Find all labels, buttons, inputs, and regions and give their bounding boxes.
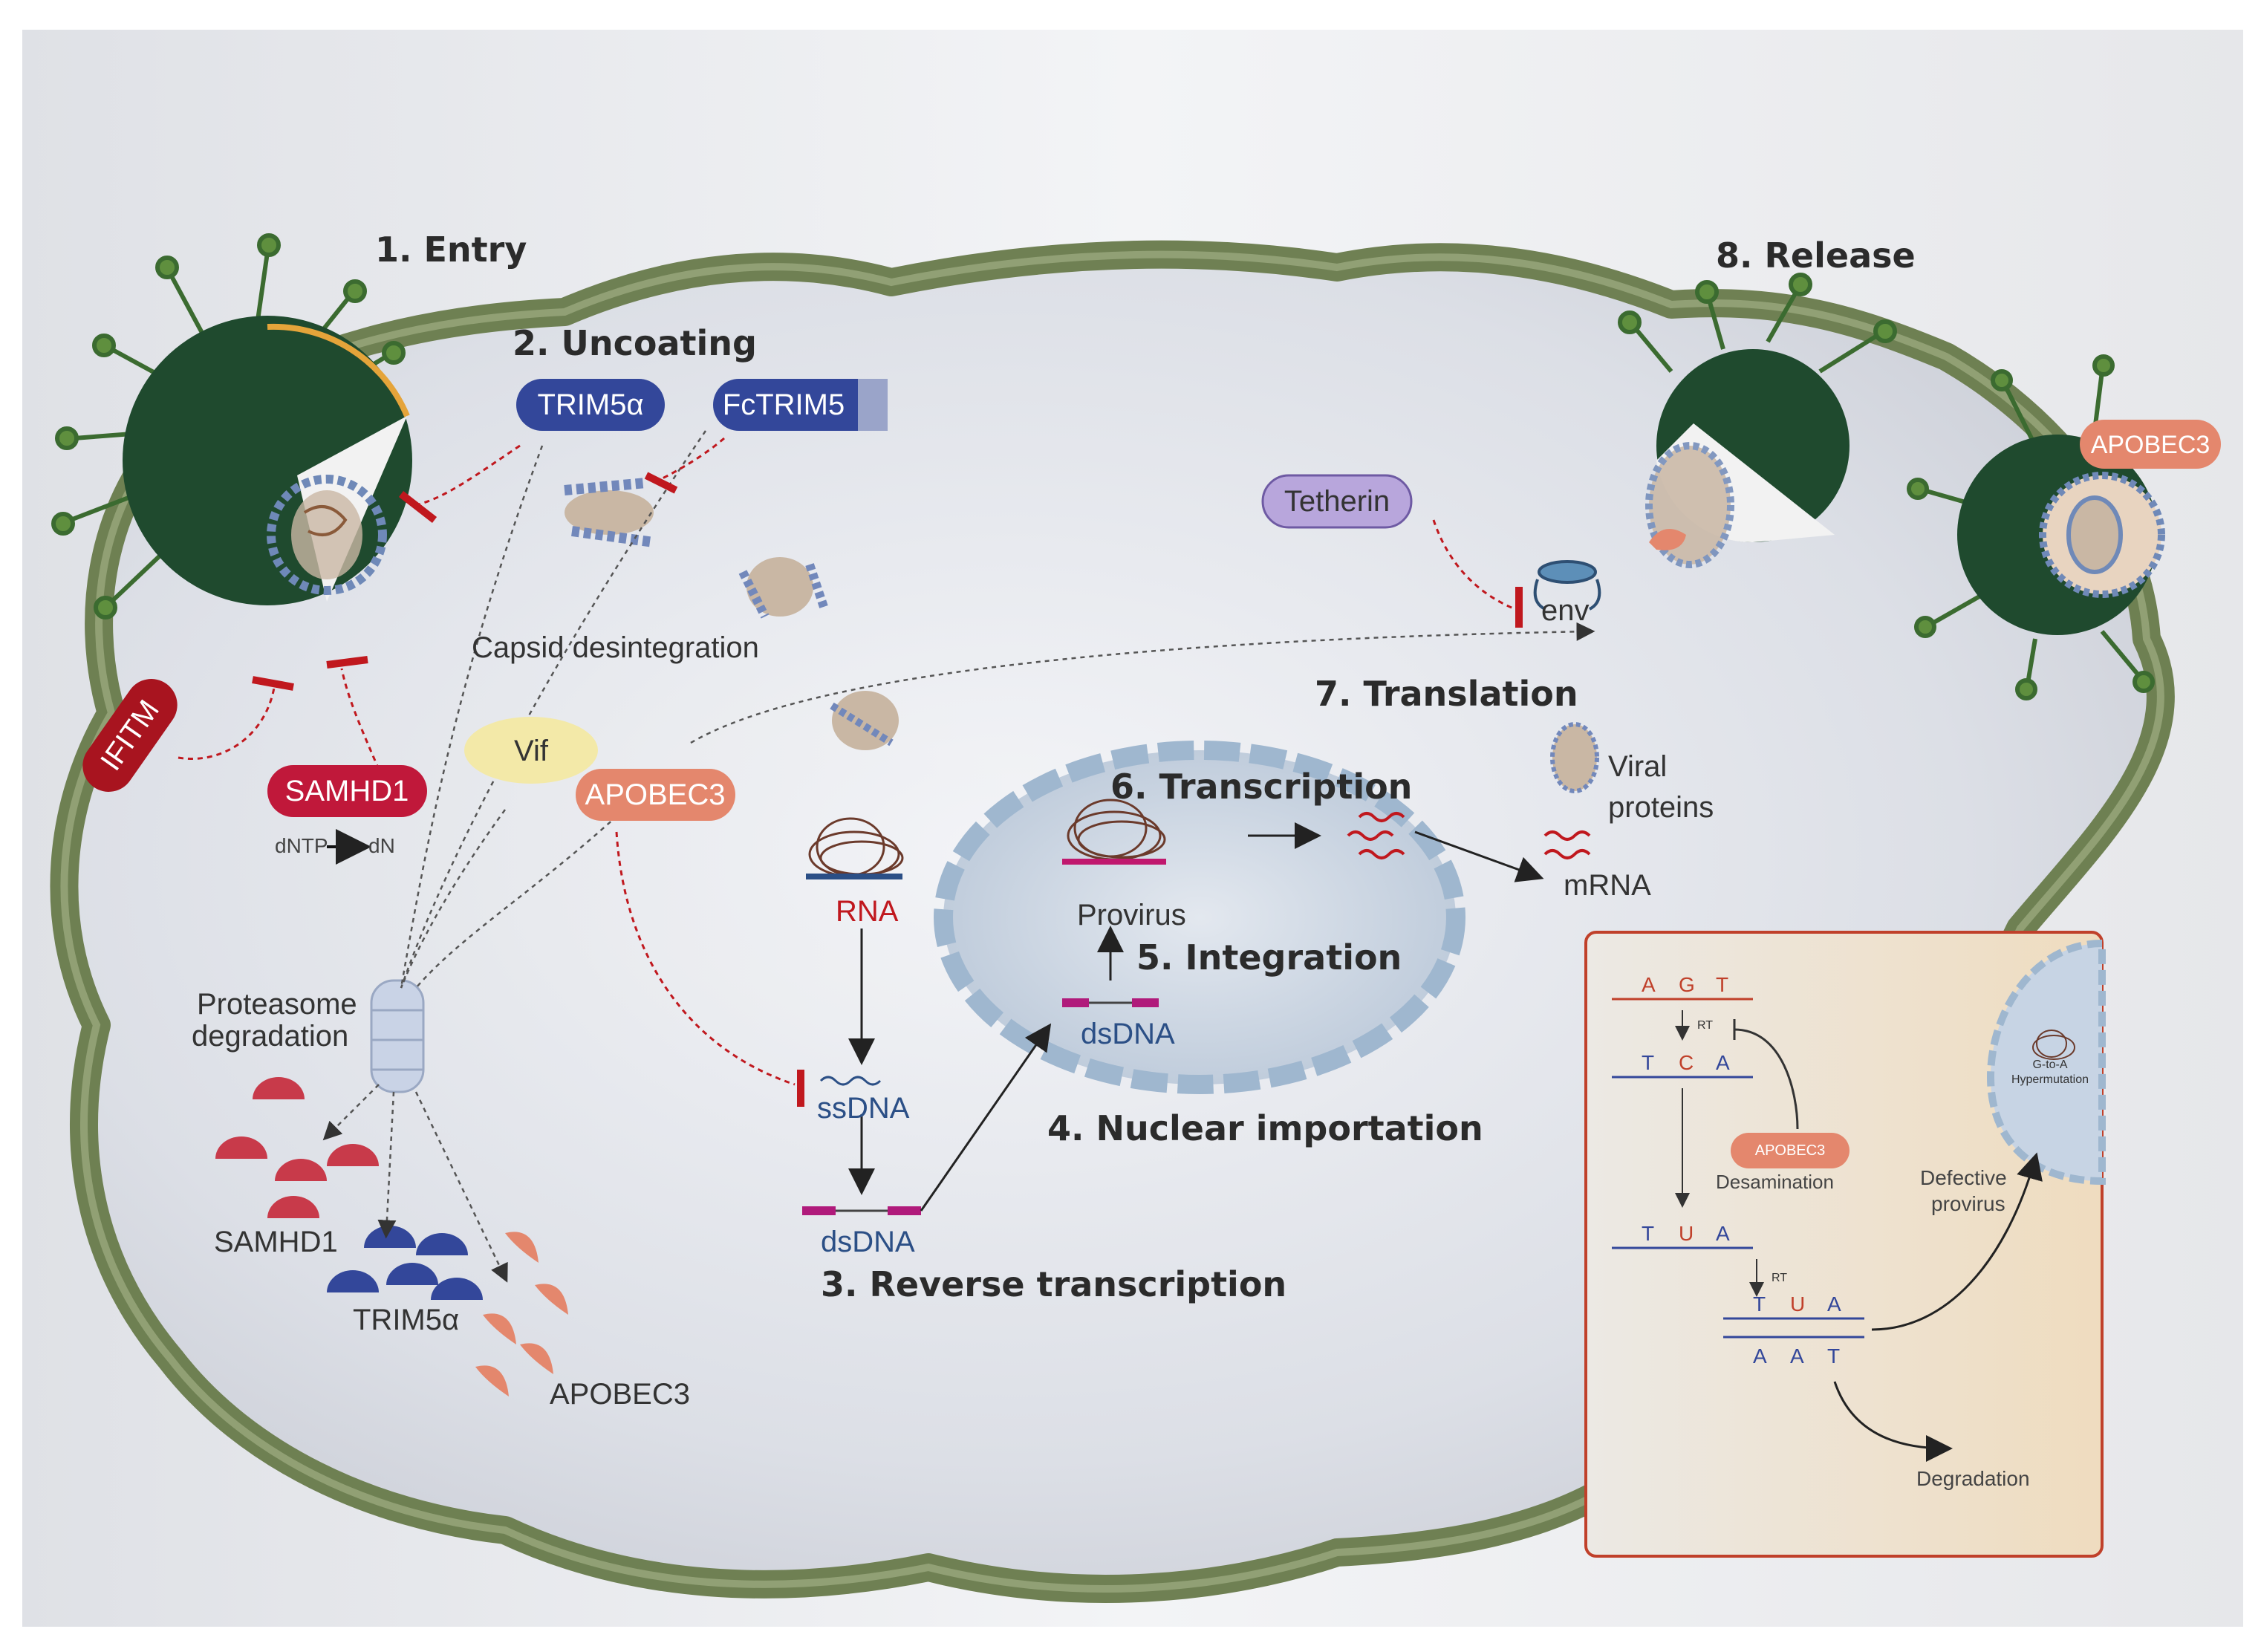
mrna-waves <box>1347 812 1591 859</box>
dsdna-nuc <box>1062 998 1159 1007</box>
dntp-label: dNTP <box>275 834 328 857</box>
step-entry: 1. Entry <box>375 230 527 270</box>
apobec3-virion-pill: APOBEC3 <box>2080 420 2221 469</box>
inset-row1-2: T <box>1716 973 1728 996</box>
capsid-fragments <box>564 478 899 750</box>
capsid-label: Capsid desintegration <box>472 631 759 664</box>
released-virion <box>1907 354 2165 700</box>
ssdna-wave <box>819 1076 882 1086</box>
trim5a-pill: TRIM5α <box>516 379 665 431</box>
step-release: 8. Release <box>1716 235 1916 276</box>
apobec3-deg-label: APOBEC3 <box>550 1378 690 1411</box>
release-virion <box>1618 273 1897 568</box>
samhd1-deg-label: SAMHD1 <box>214 1226 338 1258</box>
inset-row3-2: A <box>1716 1222 1730 1245</box>
inset-row1-0: A <box>1642 973 1656 996</box>
hypermutation-inset: G-to-A Hypermutation A G T RT T C A APOB… <box>1584 931 2106 1558</box>
rna-genome <box>806 817 904 879</box>
samhd1-label: SAMHD1 <box>285 775 409 807</box>
inset-apobec3-label: APOBEC3 <box>1755 1142 1825 1159</box>
vif-ellipse: Vif <box>464 717 598 784</box>
inset-row5-2: T <box>1827 1344 1840 1368</box>
tetherin-pill: Tetherin <box>1261 474 1413 529</box>
step-translation: 7. Translation <box>1315 674 1578 714</box>
trim5a-deg-label: TRIM5α <box>353 1304 459 1336</box>
fctrim5-pill: FcTRIM5 <box>713 379 888 431</box>
inset-desamination: Desamination <box>1716 1171 1834 1193</box>
dsdna-nuc-label: dsDNA <box>1081 1018 1175 1050</box>
inset-hyper-1: G-to-A <box>2032 1058 2067 1071</box>
env-label: env <box>1541 594 1590 627</box>
step-uncoating: 2. Uncoating <box>513 323 757 363</box>
inset-row2-0: T <box>1642 1051 1654 1074</box>
inset-row4-0: T <box>1753 1292 1766 1316</box>
tetherin-label: Tetherin <box>1284 485 1390 518</box>
inset-hyper-2: Hypermutation <box>2011 1073 2089 1086</box>
inhibition-bars <box>252 472 1523 1107</box>
fctrim5-label: FcTRIM5 <box>723 388 845 421</box>
inset-row5-0: A <box>1753 1344 1767 1368</box>
apobec3-label: APOBEC3 <box>585 778 726 811</box>
proteasome-label-1: Proteasome <box>197 988 357 1021</box>
rna-label: RNA <box>836 895 899 928</box>
step-reverse-transcription: 3. Reverse transcription <box>821 1264 1286 1304</box>
viral-proteins-label-1: Viral <box>1608 750 1667 783</box>
inset-row4-1: U <box>1790 1292 1805 1316</box>
proteasome-icon <box>370 979 425 1093</box>
apobec3-degraded <box>475 1232 568 1396</box>
proteasome-label-2: degradation <box>192 1020 348 1053</box>
mrna-label: mRNA <box>1564 869 1651 902</box>
step-nuclear-importation: 4. Nuclear importation <box>1047 1108 1483 1148</box>
dsdna-cyto <box>802 1206 921 1215</box>
inset-defective-1: Defective <box>1920 1166 2007 1189</box>
inset-defective-2: provirus <box>1931 1192 2005 1215</box>
step-integration: 5. Integration <box>1136 937 1402 978</box>
apobec3-virion-label: APOBEC3 <box>2091 431 2210 459</box>
env-icon <box>1533 560 1601 611</box>
inset-row4-2: A <box>1827 1292 1841 1316</box>
inset-row1-1: G <box>1679 973 1695 996</box>
vif-label: Vif <box>514 735 549 767</box>
samhd1-pill: SAMHD1 <box>267 765 427 817</box>
inset-row2-1: C <box>1679 1051 1694 1074</box>
entry-virion <box>51 233 412 620</box>
dsdna-label: dsDNA <box>821 1226 915 1258</box>
dn-label: dN <box>368 834 395 857</box>
provirus-label: Provirus <box>1077 899 1186 931</box>
viral-proteins-label-2: proteins <box>1608 791 1714 824</box>
samhd1-degraded <box>215 1077 379 1218</box>
inset-rt1: RT <box>1697 1019 1713 1032</box>
ssdna-label: ssDNA <box>817 1092 910 1125</box>
trim5a-label: TRIM5α <box>537 388 643 421</box>
inset-row2-2: A <box>1716 1051 1730 1074</box>
inset-row3-0: T <box>1642 1222 1654 1245</box>
viral-protein-icon <box>1550 722 1599 793</box>
inset-row3-1: U <box>1679 1222 1694 1245</box>
degradation-paths <box>322 430 1595 1283</box>
process-arrows <box>848 822 1544 1212</box>
inset-degradation: Degradation <box>1916 1467 2030 1490</box>
inset-row5-1: A <box>1790 1344 1804 1368</box>
step-transcription: 6. Transcription <box>1110 767 1412 807</box>
provirus-tangle <box>1062 799 1166 865</box>
apobec3-pill: APOBEC3 <box>576 769 735 821</box>
inset-rt2: RT <box>1772 1272 1787 1284</box>
